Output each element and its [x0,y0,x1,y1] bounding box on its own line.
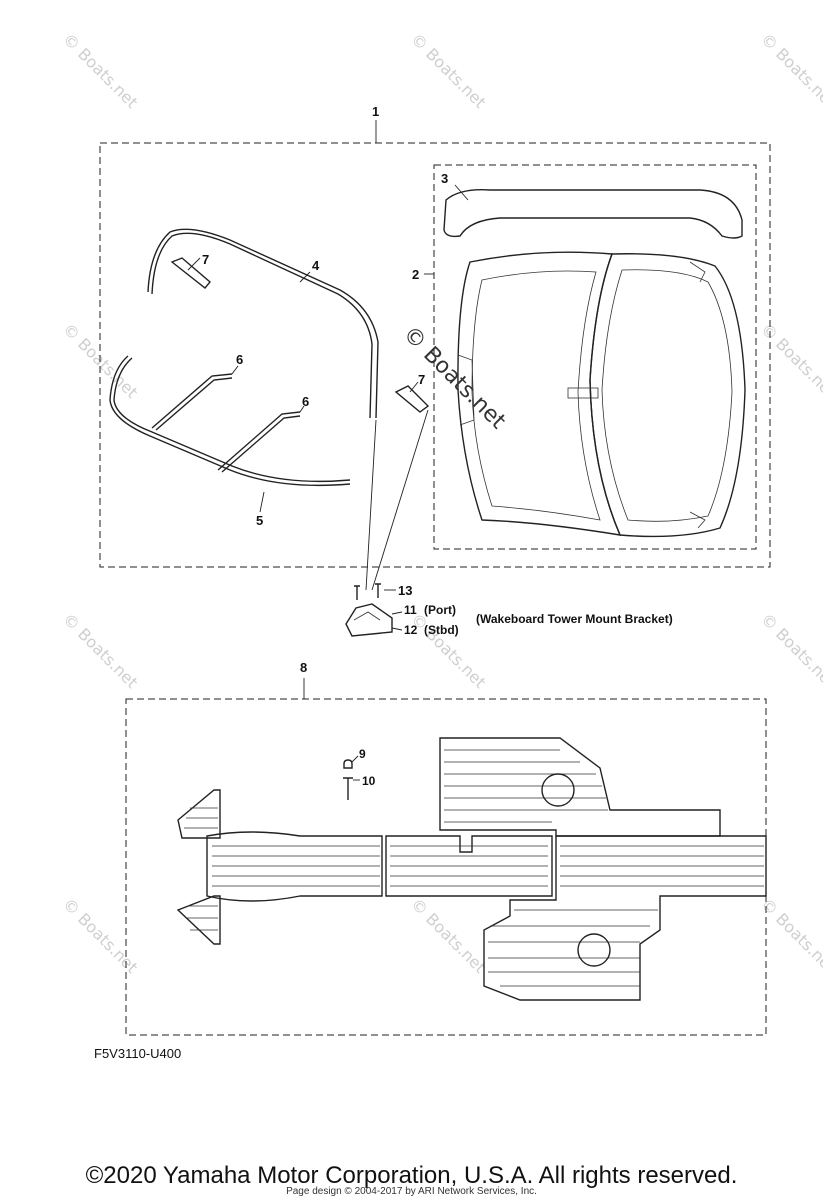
callout-10: 10 [362,774,376,788]
part-13-screw [354,585,360,600]
leader-4 [299,271,311,283]
callout-7a: 7 [202,252,209,267]
bimini-canvas [457,251,746,538]
watermark-tile: © Boats.net [757,319,823,401]
leader-bracket-a [365,419,377,591]
part-11-12-bracket [345,603,393,637]
watermark-tile: © Boats.net [59,29,141,111]
page-credit: Page design © 2004-2017 by ARI Network S… [286,1186,537,1197]
part-10-fastener [343,777,353,800]
leader-7b [409,381,419,393]
callout-12-side: (Stbd) [424,623,459,637]
watermark-tile: © Boats.net [59,894,141,976]
callout-11: 11 [404,603,417,617]
part-7a-fitting [170,257,211,289]
leader-6b [299,405,305,413]
leader-5 [259,491,265,513]
group-1-box [99,142,771,568]
leader-7a [187,257,201,271]
callout-4: 4 [312,258,320,273]
copyright-notice: ©2020 Yamaha Motor Corporation, U.S.A. A… [85,1162,738,1189]
part-6b-bar [217,411,301,471]
callout-9: 9 [359,747,366,761]
callout-5: 5 [256,513,263,528]
group-8-box [125,698,767,1036]
watermark-tile: © Boats.net [757,29,823,111]
leader-11 [391,611,403,615]
part-6a-bar [151,373,233,429]
callout-3: 3 [441,171,448,186]
callout-11-side: (Port) [424,603,456,617]
leader-3 [454,184,469,201]
leader-9 [351,755,359,763]
callout-12: 12 [404,623,418,637]
drawing-code: F5V3110-U400 [94,1046,181,1061]
leader-12 [391,627,403,631]
group-2-box [433,164,757,550]
watermark-tile: © Boats.net [757,609,823,691]
part-4-frame [147,228,379,419]
part-7b-fitting [394,385,430,413]
watermark-tile: © Boats.net [757,894,823,976]
part-3-boot [443,189,743,239]
watermark-tile: © Boats.net [407,29,489,111]
bracket-note: (Wakeboard Tower Mount Bracket) [476,612,673,626]
watermark-main: © Boats.net [398,322,511,435]
callout-6b: 6 [302,394,309,409]
part-5-frame [109,355,351,487]
leader-bracket-b [371,409,429,591]
part-8-mat [176,737,767,1001]
callout-7b: 7 [418,372,425,387]
callout-8: 8 [300,660,307,675]
watermark-tile: © Boats.net [407,894,489,976]
part-9-fastener [343,759,353,769]
callout-6a: 6 [236,352,243,367]
callout-1: 1 [372,104,379,119]
callout-2: 2 [412,267,419,282]
leader-6a [231,365,239,375]
watermark-tile: © Boats.net [59,609,141,691]
callout-13: 13 [398,583,412,598]
